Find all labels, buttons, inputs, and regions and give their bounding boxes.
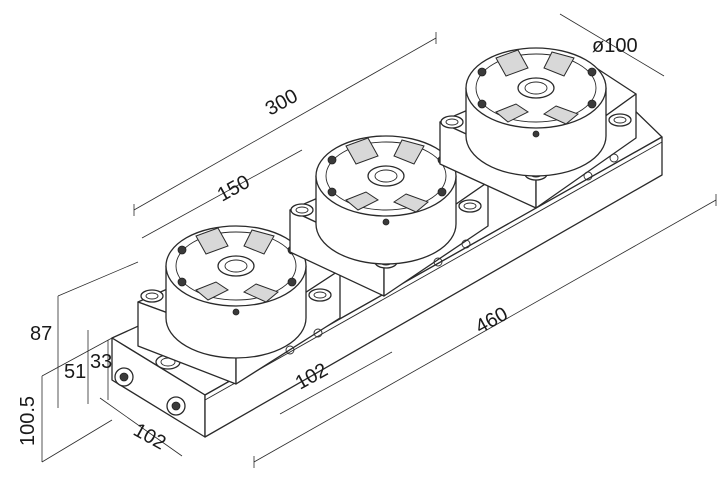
chuck-module-1 <box>137 225 341 385</box>
chuck-module-2 <box>289 135 489 297</box>
chuck-module-3 <box>439 47 637 209</box>
dim-label-87: 87 <box>30 323 52 345</box>
dim-label-51: 51 <box>64 361 86 383</box>
dim-label-300: 300 <box>262 85 302 120</box>
dim-label-460: 460 <box>472 303 512 338</box>
dimension-lines <box>41 13 717 468</box>
dim-label-100-5: 100.5 <box>17 396 39 446</box>
dim-label-diameter: ø100 <box>592 35 638 57</box>
dim-label-102-lower: 102 <box>130 419 170 454</box>
dim-label-33: 33 <box>90 351 112 373</box>
dim-label-150: 150 <box>214 171 254 206</box>
